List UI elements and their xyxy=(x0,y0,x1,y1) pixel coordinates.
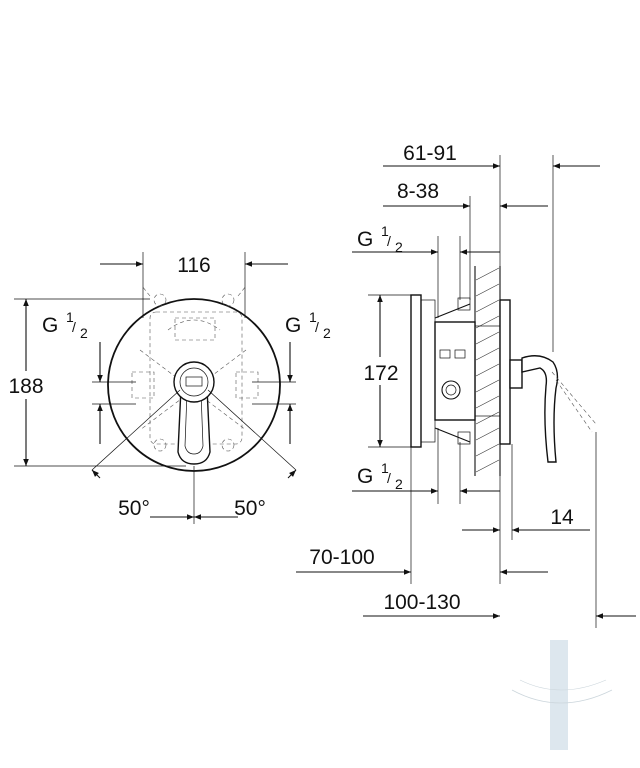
handle-hub xyxy=(509,359,523,389)
dimension-inlet-left: G 1 / 2 xyxy=(42,309,136,444)
angle-left-label: 50° xyxy=(118,497,150,520)
inlet-left-num: 1 xyxy=(66,309,74,325)
depth-label: 61-91 xyxy=(403,142,457,165)
inlet-bottom-num: 1 xyxy=(381,460,389,476)
svg-text:/: / xyxy=(315,319,319,335)
inlet-top-den: 2 xyxy=(395,239,403,255)
dimension-inlet-top: G 1 / 2 xyxy=(352,223,500,318)
dimension-height: 188 xyxy=(0,298,186,467)
lever-profile xyxy=(521,355,597,463)
range-a-label: 70-100 xyxy=(309,546,374,569)
height-label: 188 xyxy=(8,375,43,398)
dimension-width: 116 xyxy=(100,252,288,318)
dimension-range-b: 100-130 xyxy=(363,432,636,628)
dimension-offset: 8-38 xyxy=(383,180,548,300)
front-cover-plate xyxy=(499,299,511,445)
inlet-left-den: 2 xyxy=(80,325,88,341)
svg-text:G: G xyxy=(357,228,373,251)
sleeve xyxy=(474,325,501,417)
dimension-inlet-right: G 1 / 2 xyxy=(252,309,331,444)
front-view: 116 188 G 1 / 2 G 1 xyxy=(0,252,331,524)
range-b-label: 100-130 xyxy=(383,591,460,614)
inlet-bottom-den: 2 xyxy=(395,476,403,492)
svg-text:G: G xyxy=(42,314,58,337)
svg-text:G: G xyxy=(357,465,373,488)
side-view: 61-91 8-38 G 1 / 2 xyxy=(296,142,636,628)
svg-text:/: / xyxy=(387,470,391,486)
offset-label: 8-38 xyxy=(397,180,439,203)
dimension-overall-top xyxy=(552,155,600,352)
inlet-bottom-label: G xyxy=(357,465,373,488)
angle-right-label: 50° xyxy=(234,497,266,520)
inlet-right-num: 1 xyxy=(309,309,317,325)
valve-body xyxy=(434,297,476,445)
dimension-range-a: 70-100 xyxy=(296,447,548,584)
inlet-right-den: 2 xyxy=(323,325,331,341)
lever-handle xyxy=(173,361,215,465)
dimension-plate: 14 xyxy=(462,444,590,584)
svg-text:G: G xyxy=(285,314,301,337)
dimension-angles: 50° 50° xyxy=(91,389,297,520)
dimension-depth: 61-91 xyxy=(383,142,501,266)
rear-flange xyxy=(410,294,422,448)
svg-text:/: / xyxy=(387,233,391,249)
svg-text:/: / xyxy=(72,319,76,335)
width-label: 116 xyxy=(177,254,210,277)
watermark-logo xyxy=(511,640,613,750)
inlet-right-label: G xyxy=(285,314,301,337)
wall-section xyxy=(474,266,501,476)
dimension-inlet-bottom: G 1 / 2 xyxy=(352,428,500,504)
body-height-label: 172 xyxy=(363,362,398,385)
dimension-body-height: 172 xyxy=(354,294,411,448)
plate-label: 14 xyxy=(550,506,574,529)
inlet-left-label: G xyxy=(42,314,58,337)
inlet-top-num: 1 xyxy=(381,223,389,239)
inlet-top-label: G xyxy=(357,228,373,251)
